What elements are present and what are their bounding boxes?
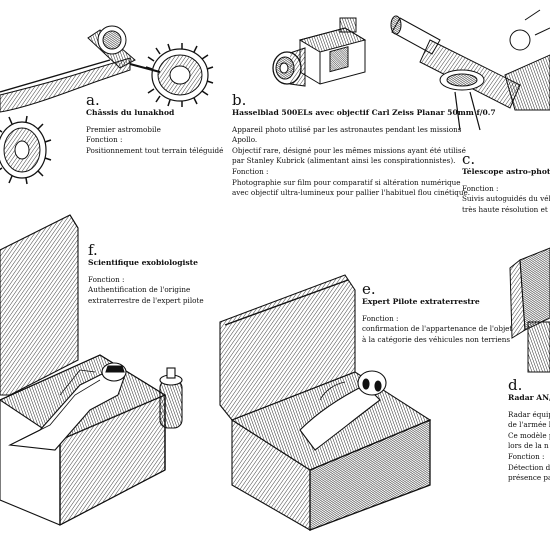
telescope-drawing	[390, 9, 550, 131]
panel-a-text: a. Châssis du lunakhod Premier astromobi…	[86, 93, 223, 156]
panel-e-line: Fonction :	[362, 313, 399, 323]
panel-f-title: Scientifique exobiologiste	[88, 258, 199, 267]
panel-b-title: Hasselblad 500ELs avec objectif Carl Zei…	[232, 108, 496, 117]
panel-b-line: par Stanley Kubrick (alimentant ainsi le…	[232, 156, 456, 166]
panel-a-line: Fonction :	[86, 135, 123, 145]
panel-d-line: Détection de	[508, 462, 550, 472]
panel-b-text: b. Hasselblad 500ELs avec objectif Carl …	[232, 93, 496, 199]
panel-e-line: confirmation de l'appartenance de l'obje…	[362, 324, 513, 334]
panel-a-line: Positionnement tout terrain téléguidé	[86, 145, 224, 155]
panel-c-letter: c.	[462, 150, 476, 168]
scientist-crate-drawing	[0, 214, 183, 526]
panel-b-letter: b.	[232, 91, 247, 109]
panel-e-line: à la catégorie des véhicules non terrien…	[362, 334, 511, 344]
panel-d-line: Fonction :	[508, 451, 545, 461]
hasselblad-camera-drawing	[272, 17, 367, 87]
panel-b-line: Fonction :	[232, 166, 269, 176]
panel-b-line: Photographie sur film pour comparatif si…	[232, 177, 461, 187]
panel-d-line: présence pa	[508, 473, 550, 483]
panel-d-line: de l'armée b	[508, 420, 550, 430]
panel-b-line: avec objectif ultra-lumineux pour pallie…	[232, 188, 471, 198]
panel-f-line: Fonction :	[88, 274, 125, 284]
panel-c-text: c. Télescope astro-photo spec Fonction :…	[462, 152, 550, 215]
panel-a-title: Châssis du lunakhod	[86, 108, 175, 117]
panel-b-line: Apollo.	[232, 135, 258, 145]
panel-e-text: e. Expert Pilote extraterrestre Fonction…	[362, 282, 512, 345]
alien-crate-drawing	[219, 274, 432, 531]
panel-f-text: f. Scientifique exobiologiste Fonction :…	[88, 243, 204, 306]
panel-d-line: Radar équipé	[508, 409, 550, 419]
panel-d-title: Radar AN/M	[508, 393, 550, 402]
panel-c-line: Fonction :	[462, 183, 499, 193]
panel-a-line: Premier astromobile	[86, 124, 161, 134]
radar-drawing	[509, 247, 550, 373]
panel-f-line: Authentification de l'origine	[88, 285, 191, 295]
panel-d-text: d. Radar AN/M Radar équipé de l'armée b …	[508, 378, 550, 484]
lunokhod-chassis-drawing	[0, 25, 214, 185]
panel-f-line: extraterrestre de l'expert pilote	[88, 295, 204, 305]
panel-c-title: Télescope astro-photo spec	[462, 167, 550, 176]
panel-e-letter: e.	[362, 280, 376, 298]
panel-b-line: Appareil photo utilisé par les astronaut…	[232, 124, 462, 134]
panel-f-letter: f.	[88, 241, 98, 259]
panel-e-title: Expert Pilote extraterrestre	[362, 297, 480, 306]
panel-c-line: Suivis autoguidés du véhicule	[462, 194, 550, 204]
panel-b-line: Objectif rare, désigné pour les mêmes mi…	[232, 145, 466, 155]
panel-c-line: très haute résolution et an	[462, 204, 550, 214]
panel-a-letter: a.	[86, 91, 100, 109]
panel-d-letter: d.	[508, 376, 523, 394]
panel-d-line: lors de la n	[508, 441, 549, 451]
panel-d-line: Ce modèle p	[508, 430, 550, 440]
